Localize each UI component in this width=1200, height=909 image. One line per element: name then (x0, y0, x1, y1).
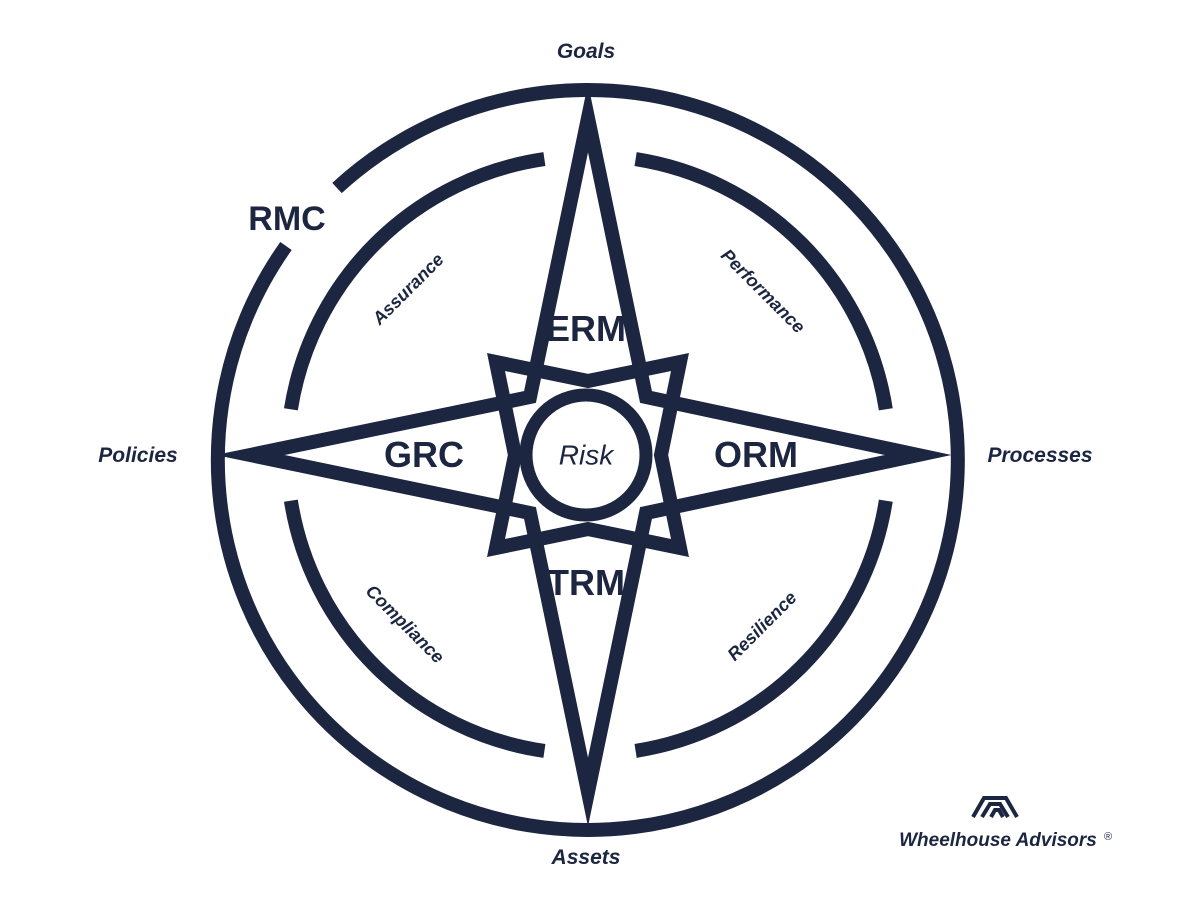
wheelhouse-roof-icon (971, 796, 1019, 819)
compass-star (215, 83, 952, 827)
inner-arc-top-right (634, 152, 893, 411)
risk-circle (519, 388, 653, 522)
rmc-label: RMC (248, 200, 325, 238)
trm-label: TRM (547, 562, 625, 603)
processes-label: Processes (987, 444, 1092, 467)
compliance-label: Compliance (362, 581, 448, 667)
compass-star-diagonals (487, 352, 689, 558)
outer-ring (210, 83, 965, 837)
brand-registered-mark: ® (1104, 831, 1112, 843)
goals-label: Goals (557, 40, 615, 63)
assurance-label: Assurance (368, 249, 448, 329)
inner-arc-top-left (283, 152, 546, 411)
risk-label: Risk (559, 440, 615, 471)
grc-label: GRC (384, 434, 464, 475)
orm-label: ORM (714, 434, 798, 475)
assets-label: Assets (551, 846, 621, 869)
inner-arc-bottom-left (283, 499, 546, 758)
brand-name: Wheelhouse Advisors (899, 830, 1097, 851)
inner-arc-bottom-right (634, 499, 893, 758)
erm-label: ERM (546, 308, 626, 349)
resilience-label: Resilience (723, 587, 800, 664)
policies-label: Policies (98, 444, 177, 467)
performance-label: Performance (717, 245, 809, 337)
